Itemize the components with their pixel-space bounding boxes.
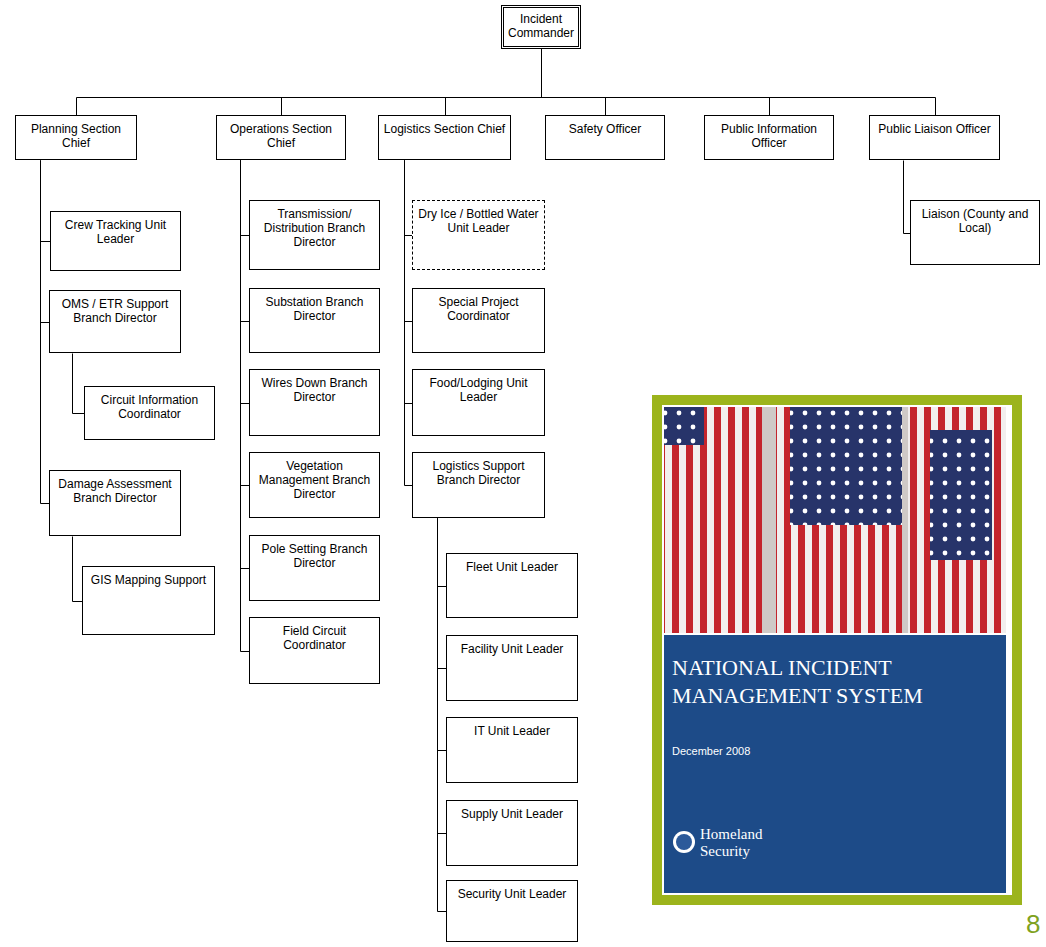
org-connector (405, 161, 413, 404)
box-label: Wires Down Branch Director (254, 376, 375, 404)
unit-box: Supply Unit Leader (446, 800, 578, 866)
flag-stripes (664, 407, 762, 634)
flag-canton (664, 407, 704, 445)
officer-box: Public Liaison Officer (869, 115, 1000, 160)
org-connector (73, 537, 83, 602)
cover-title: NATIONAL INCIDENT MANAGEMENT SYSTEM (672, 654, 992, 709)
box-label: Supply Unit Leader (461, 807, 563, 821)
panel-rule (664, 633, 1006, 635)
section-box: Planning Section Chief (15, 115, 137, 160)
cover-margin (662, 405, 1012, 895)
flag-stripes (908, 407, 1006, 634)
org-connector (73, 354, 85, 414)
box-label: Field Circuit Coordinator (254, 624, 375, 652)
box-label: Liaison (County and Local) (915, 207, 1035, 235)
unit-box: Facility Unit Leader (446, 635, 578, 701)
flag-canton (790, 407, 902, 525)
branch-box: Logistics Support Branch Director (412, 452, 545, 518)
box-label: Circuit Information Coordinator (89, 393, 210, 421)
org-connector (282, 50, 542, 116)
cover-panel (664, 634, 1006, 893)
dhs-seal (673, 831, 695, 853)
box-label: Incident Commander (508, 12, 574, 40)
unit-box: Crew Tracking Unit Leader (50, 211, 181, 271)
unit-box: Special Project Coordinator (412, 288, 545, 353)
box-label: Planning Section Chief (20, 122, 132, 150)
liaison-box: Liaison (County and Local) (910, 200, 1040, 265)
unit-box: GIS Mapping Support (82, 566, 215, 635)
org-connector (542, 50, 936, 116)
org-connector (542, 50, 770, 116)
box-label: Substation Branch Director (254, 295, 375, 323)
box-label: IT Unit Leader (474, 724, 550, 738)
unit-box: Field Circuit Coordinator (249, 617, 380, 684)
box-label: Crew Tracking Unit Leader (55, 218, 176, 246)
box-label: Security Unit Leader (458, 887, 567, 901)
box-label: Food/Lodging Unit Leader (417, 376, 540, 404)
branch-box: OMS / ETR Support Branch Director (49, 290, 181, 353)
org-connector (241, 161, 250, 404)
org-connector (77, 50, 542, 116)
cover-date: December 2008 (672, 745, 872, 758)
photo-background (664, 407, 1006, 634)
box-label: Dry Ice / Bottled Water Unit Leader (417, 207, 540, 235)
unit-box: Food/Lodging Unit Leader (412, 369, 545, 436)
agency-name: Homeland Security (700, 826, 790, 859)
box-label: Logistics Section Chief (384, 122, 505, 136)
branch-box: Damage Assessment Branch Director (49, 470, 181, 536)
org-connector (446, 50, 542, 116)
org-connector (41, 161, 51, 242)
box-label: Transmission/ Distribution Branch Direct… (254, 207, 375, 249)
flag-stripes (776, 407, 902, 634)
section-box: Logistics Section Chief (378, 115, 511, 160)
box-label: Pole Setting Branch Director (254, 542, 375, 570)
box-label: Facility Unit Leader (461, 642, 564, 656)
branch-box: Substation Branch Director (249, 288, 380, 353)
box-label: Public Liaison Officer (878, 122, 991, 136)
officer-box: Safety Officer (545, 115, 665, 160)
dhs-seal-center (676, 834, 692, 850)
cover-frame (652, 395, 1022, 905)
org-connector (542, 50, 606, 116)
box-label: Fleet Unit Leader (466, 560, 558, 574)
optional-unit-box: Dry Ice / Bottled Water Unit Leader (412, 200, 545, 270)
flag-canton (930, 430, 992, 560)
section-box: Operations Section Chief (216, 115, 346, 160)
commander-box: Incident Commander (501, 5, 581, 49)
branch-box: Transmission/ Distribution Branch Direct… (249, 200, 380, 270)
officer-box: Public Information Officer (704, 115, 834, 160)
unit-box: Circuit Information Coordinator (84, 386, 215, 440)
branch-box: Pole Setting Branch Director (249, 535, 380, 601)
unit-box: Fleet Unit Leader (446, 553, 578, 618)
unit-box: Security Unit Leader (446, 880, 578, 942)
box-label: Operations Section Chief (221, 122, 341, 150)
box-label: Logistics Support Branch Director (417, 459, 540, 487)
box-label: GIS Mapping Support (91, 573, 206, 587)
box-label: Damage Assessment Branch Director (54, 477, 176, 505)
page-number: 8 (1026, 910, 1044, 939)
box-label: Vegetation Management Branch Director (254, 459, 375, 501)
box-label: Safety Officer (569, 122, 641, 136)
branch-box: Wires Down Branch Director (249, 369, 380, 436)
box-label: OMS / ETR Support Branch Director (54, 297, 176, 325)
branch-box: Vegetation Management Branch Director (249, 452, 380, 518)
box-label: Special Project Coordinator (417, 295, 540, 323)
unit-box: IT Unit Leader (446, 717, 578, 783)
box-label: Public Information Officer (709, 122, 829, 150)
